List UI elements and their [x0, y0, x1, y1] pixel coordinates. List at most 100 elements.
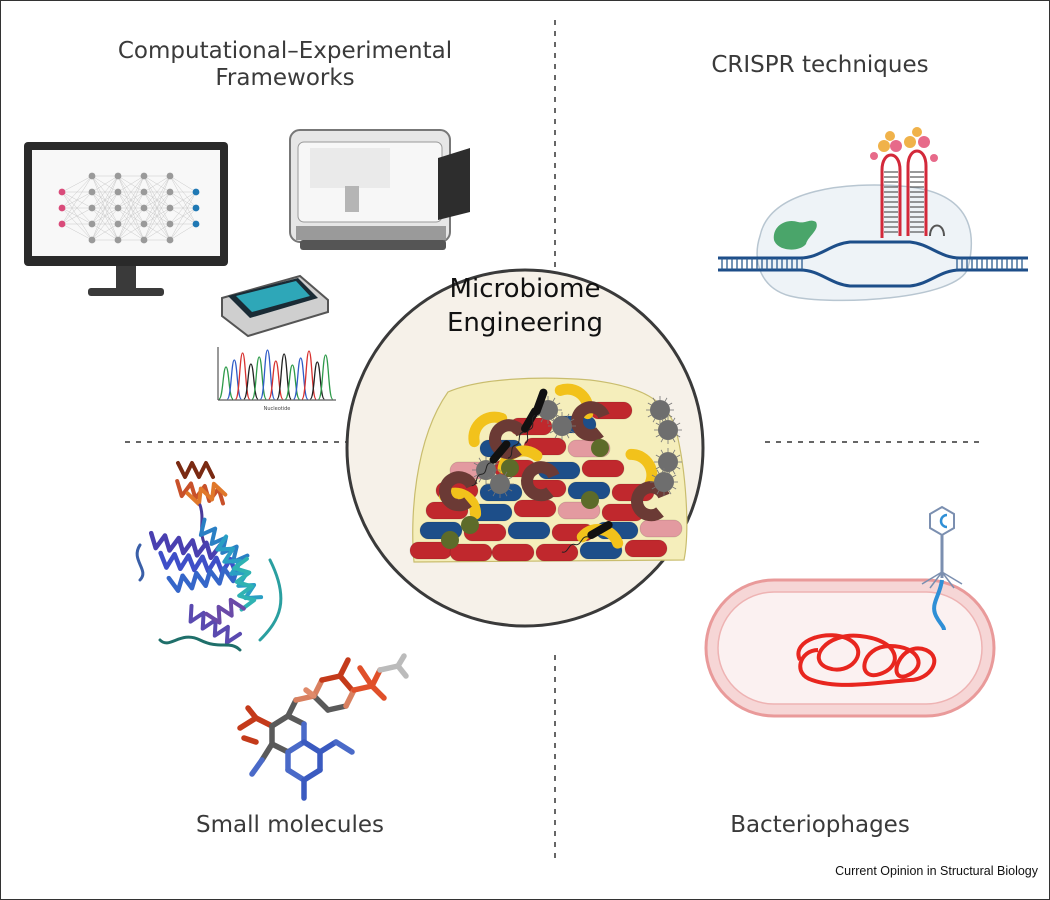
label-computational-experimental: Computational–Experimental Frameworks: [90, 38, 480, 92]
lab-robot-icon: [289, 129, 470, 250]
network-node: [140, 236, 148, 244]
molecule-bond: [325, 703, 349, 713]
protein-helix: [148, 530, 223, 561]
pilus: [668, 414, 673, 418]
chromatogram-axis-label: Nucleotide: [264, 406, 291, 412]
pilus: [676, 422, 681, 426]
pilus: [672, 438, 676, 443]
network-node: [166, 236, 174, 244]
molecule-bond: [301, 767, 323, 783]
microbial-community-icon: [409, 377, 688, 563]
network-node: [114, 220, 122, 228]
flagellum: [524, 414, 536, 444]
dna-top-strand: [718, 240, 1028, 260]
crispr-illustration: [718, 127, 1028, 302]
coccus-bacterium: [591, 439, 609, 457]
network-node: [58, 188, 66, 196]
molecule-bond: [317, 739, 339, 755]
rod-bacterium: [624, 539, 668, 558]
pilus: [655, 466, 660, 470]
pilus: [651, 486, 656, 490]
pilus: [655, 454, 660, 458]
protein-helix: [232, 556, 257, 612]
pilus: [668, 402, 673, 406]
flagellum: [507, 431, 524, 459]
vibrio-bacterium: [468, 411, 508, 448]
pilus: [652, 397, 656, 402]
pilus: [647, 414, 652, 418]
flagellated-bacterium: [489, 440, 511, 464]
molecule-bond: [311, 677, 325, 699]
pilus: [660, 449, 664, 454]
pilus: [566, 434, 570, 439]
curved-bacterium: [521, 461, 560, 502]
molecule-bond: [269, 741, 291, 755]
sequencer-device-icon: [221, 274, 329, 338]
protein-helix: [166, 563, 240, 593]
molecule-bond: [357, 665, 375, 689]
coccus-bacterium: [441, 531, 459, 549]
pilus: [651, 474, 656, 478]
network-node: [192, 188, 200, 196]
pilus: [473, 462, 478, 466]
molecule-bond: [253, 715, 275, 729]
pilus: [676, 454, 681, 458]
molecule-bond: [343, 687, 357, 709]
small-molecule-icon: [237, 653, 409, 801]
cas-protein-icon: [773, 220, 817, 250]
pilus: [487, 476, 492, 480]
network-node: [166, 172, 174, 180]
rod-bacterium: [507, 521, 551, 540]
pilus: [478, 457, 482, 462]
flagellum: [471, 462, 492, 487]
protein-loop: [135, 543, 145, 582]
molecule-bond: [319, 673, 343, 683]
pilus: [656, 490, 660, 495]
bacteriophage-icon: [921, 505, 963, 631]
protein-helix: [185, 481, 228, 507]
label-crispr-techniques: CRISPR techniques: [711, 52, 929, 78]
pilus: [668, 490, 672, 495]
pilus: [494, 462, 499, 466]
pilus: [504, 492, 508, 497]
pilus: [672, 470, 676, 475]
pilus: [664, 397, 668, 402]
network-node: [88, 220, 96, 228]
pilus: [676, 434, 681, 438]
rod-bacterium: [535, 543, 579, 562]
flagellated-bacterium: [532, 388, 548, 416]
pilus: [504, 471, 508, 476]
network-node: [140, 220, 148, 228]
rod-bacterium: [581, 459, 625, 478]
label-line-2: Frameworks: [215, 65, 355, 91]
rod-bacterium: [449, 543, 493, 562]
protein-loop: [158, 635, 242, 652]
molecule-bond: [237, 715, 259, 731]
network-node: [140, 188, 148, 196]
curved-bacterium: [439, 471, 478, 512]
bacterium-cell-icon: [704, 578, 996, 718]
chromatogram-peak: [317, 354, 334, 400]
quadrant-dividers: [125, 20, 985, 862]
protein-loop: [258, 558, 283, 642]
dna-strand-icon: [718, 240, 1028, 288]
pilus: [540, 418, 544, 423]
molecule-bond: [245, 705, 259, 721]
molecule-bond: [303, 687, 317, 699]
pilus: [552, 397, 556, 402]
network-node: [192, 220, 200, 228]
pilus: [660, 438, 664, 443]
neural-network-icon: [58, 172, 200, 244]
molecule-bond: [337, 657, 351, 679]
pilus: [672, 417, 676, 422]
molecule-bond: [285, 697, 299, 719]
coccus-bacterium: [581, 491, 599, 509]
pilus: [566, 413, 570, 418]
molecule-bond: [285, 739, 307, 755]
molecule-bond: [259, 741, 275, 763]
molecule-bond: [369, 683, 387, 701]
label-line-1: Computational–Experimental: [117, 38, 453, 64]
pilus: [492, 492, 496, 497]
network-node: [88, 188, 96, 196]
